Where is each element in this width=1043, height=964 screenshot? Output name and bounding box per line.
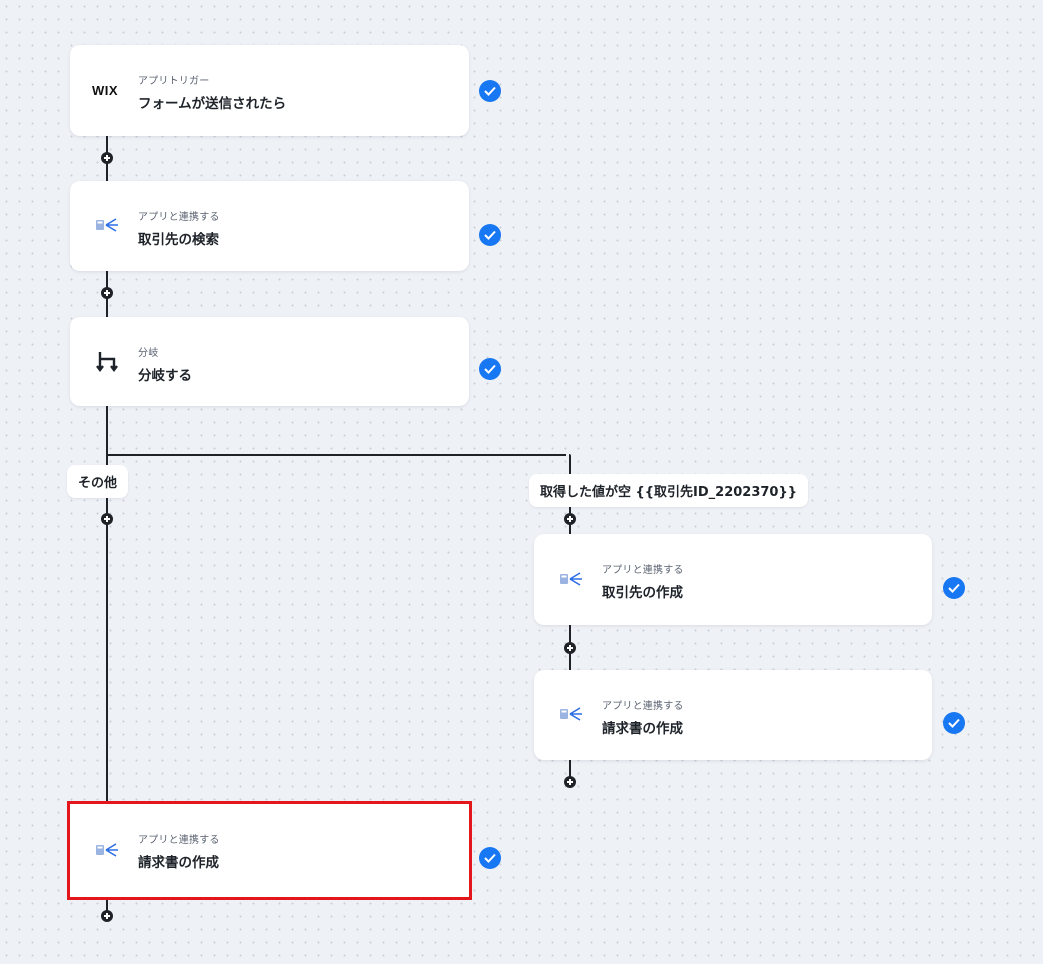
- step-card-branch[interactable]: 分岐 分岐する: [70, 317, 469, 406]
- add-step-button[interactable]: [101, 152, 113, 164]
- add-step-button[interactable]: [564, 513, 576, 525]
- add-step-button[interactable]: [101, 513, 113, 525]
- step-title: 請求書の作成: [602, 721, 683, 737]
- check-icon: [479, 847, 501, 869]
- connector-line-main: [106, 406, 108, 803]
- branch-label-condition[interactable]: 取得した値が空 {{取引先ID_2202370}}: [529, 474, 808, 507]
- add-step-button[interactable]: [101, 910, 113, 922]
- step-card-create-invoice[interactable]: アプリと連携する 請求書の作成: [534, 670, 932, 760]
- step-card-create-partner[interactable]: アプリと連携する 取引先の作成: [534, 534, 932, 625]
- connector-line-main: [106, 898, 108, 916]
- check-icon: [479, 80, 501, 102]
- accounting-app-icon: [560, 707, 582, 721]
- branch-icon: [96, 351, 118, 372]
- accounting-app-icon: [96, 842, 118, 857]
- branch-label-other[interactable]: その他: [67, 465, 129, 498]
- step-type-label: アプリと連携する: [138, 212, 220, 223]
- add-step-button[interactable]: [101, 287, 113, 299]
- step-type-label: アプリトリガー: [138, 76, 210, 87]
- accounting-app-icon: [96, 218, 118, 232]
- step-title: 取引先の検索: [138, 232, 219, 248]
- check-icon: [479, 358, 501, 380]
- add-step-button[interactable]: [564, 642, 576, 654]
- connector-line-right: [569, 760, 571, 782]
- step-type-label: アプリと連携する: [602, 701, 684, 712]
- check-icon: [943, 712, 965, 734]
- check-icon: [479, 224, 501, 246]
- wix-logo-icon: WIX: [92, 82, 119, 98]
- step-type-label: アプリと連携する: [138, 835, 220, 846]
- step-type-label: アプリと連携する: [602, 565, 684, 576]
- accounting-app-icon: [560, 571, 582, 586]
- branch-line: [106, 454, 566, 456]
- step-card-create-invoice-selected[interactable]: アプリと連携する 請求書の作成: [67, 801, 472, 900]
- step-title: フォームが送信されたら: [138, 96, 287, 112]
- step-title: 分岐する: [138, 368, 192, 384]
- step-title: 請求書の作成: [138, 855, 219, 871]
- step-title: 取引先の作成: [602, 585, 683, 601]
- add-step-button[interactable]: [564, 776, 576, 788]
- check-icon: [943, 577, 965, 599]
- step-type-label: 分岐: [138, 348, 159, 359]
- step-card-search-partner[interactable]: アプリと連携する 取引先の検索: [70, 181, 469, 271]
- trigger-card[interactable]: WIX アプリトリガー フォームが送信されたら: [70, 45, 469, 136]
